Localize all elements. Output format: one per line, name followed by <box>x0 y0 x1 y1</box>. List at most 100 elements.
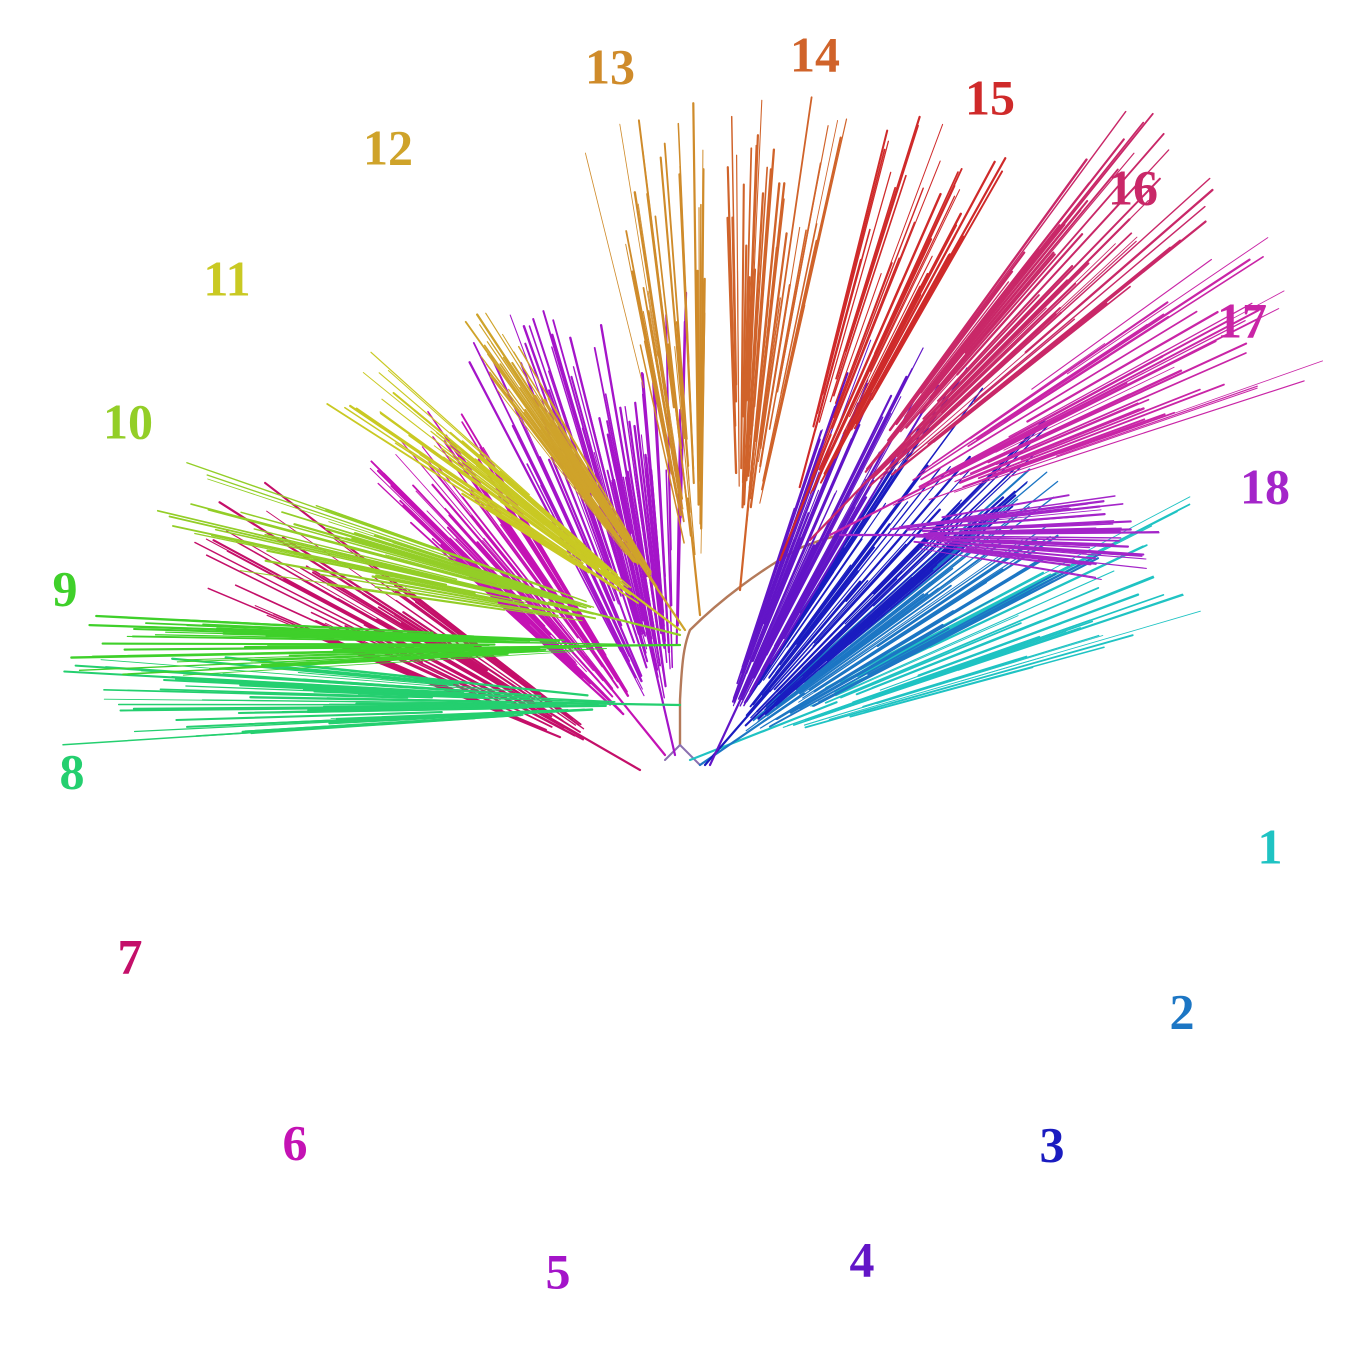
leaf-branch <box>766 396 902 656</box>
leaf-branch <box>987 342 1248 464</box>
leaf-branch <box>920 310 1198 481</box>
leaf-branch <box>357 692 608 704</box>
leaf-branch <box>461 492 576 566</box>
leaf-branch <box>508 388 626 549</box>
clade-stem <box>547 601 682 637</box>
clade-label-7: 7 <box>118 928 143 984</box>
leaf-branch <box>792 347 924 604</box>
leaf-branch <box>798 258 862 489</box>
leaf-branch <box>851 254 950 431</box>
leaf-branch <box>799 618 958 710</box>
leaf-branch <box>471 491 618 589</box>
leaf-branch <box>517 345 603 489</box>
clade-4-branches <box>708 339 940 767</box>
leaf-branch <box>764 532 958 711</box>
leaf-branch <box>896 232 1133 458</box>
leaf-branch <box>762 223 818 482</box>
leaf-branch <box>733 471 820 702</box>
leaf-branch <box>925 537 1130 548</box>
leaf-branch <box>831 257 900 430</box>
leaf-branch <box>736 430 822 685</box>
leaf-branch <box>249 696 514 704</box>
leaf-branch <box>633 191 671 418</box>
leaf-branch <box>412 484 546 627</box>
leaf-branch <box>824 123 944 441</box>
leaf-branch <box>544 398 642 558</box>
leaf-branch <box>818 192 942 471</box>
clade-18-branches <box>838 494 1160 580</box>
leaf-branch <box>677 122 690 363</box>
leaf-branch <box>482 539 594 672</box>
leaf-branch <box>604 393 647 605</box>
clade-label-2: 2 <box>1170 983 1195 1039</box>
leaf-branch <box>987 531 1160 535</box>
leaf-branch <box>552 319 630 591</box>
leaf-branch <box>241 714 515 733</box>
leaf-branch <box>799 540 1005 692</box>
leaf-branch <box>842 255 933 435</box>
leaf-branch <box>622 476 666 699</box>
leaf-branch <box>749 232 788 509</box>
leaf-branch <box>931 343 1106 465</box>
leaf-branch <box>786 538 863 648</box>
leaf-branch <box>977 383 1225 480</box>
leaf-branch <box>698 207 701 482</box>
leaf-branch <box>654 215 683 450</box>
leaf-branch <box>745 544 815 690</box>
leaf-branch <box>1031 258 1212 390</box>
leaf-branch <box>486 341 580 476</box>
leaf-branch <box>239 684 486 698</box>
leaf-branch <box>812 129 889 428</box>
leaf-branch <box>940 282 1077 414</box>
leaf-branch <box>489 375 609 530</box>
leaf-branch <box>676 320 686 627</box>
leaf-branch <box>913 540 1097 560</box>
leaf-branch <box>665 469 674 669</box>
leaf-branch <box>958 407 1145 484</box>
leaf-branch <box>1056 290 1285 414</box>
clade-label-1: 1 <box>1258 818 1283 874</box>
leaf-branch <box>675 321 690 467</box>
leaf-branch <box>754 375 908 676</box>
leaf-branch <box>377 540 529 589</box>
leaf-branch <box>742 244 748 418</box>
clade-10-branches <box>156 462 682 637</box>
leaf-branch <box>88 623 561 643</box>
leaf-branch <box>741 147 753 484</box>
leaf-branch <box>634 401 663 635</box>
leaf-branch <box>853 235 965 430</box>
leaf-branch <box>761 239 818 491</box>
leaf-branch <box>171 657 454 686</box>
leaf-branch <box>862 655 1028 708</box>
leaf-branch <box>123 646 389 651</box>
leaf-branch <box>847 511 1178 680</box>
leaf-branch <box>769 384 940 666</box>
clade-label-6: 6 <box>283 1114 308 1170</box>
leaf-branch <box>642 310 681 506</box>
leaf-branch <box>599 324 641 548</box>
leaf-branch <box>443 456 617 584</box>
leaf-branch <box>799 584 952 695</box>
leaf-branch <box>917 177 1161 429</box>
leaf-branch <box>1008 302 1253 438</box>
leaf-branch <box>1006 552 1147 569</box>
leaf-branch <box>253 528 458 580</box>
leaf-branch <box>297 671 513 692</box>
clade-label-11: 11 <box>203 250 250 306</box>
leaf-branch <box>828 656 1044 720</box>
leaf-branch <box>740 542 819 701</box>
leaf-branch <box>740 183 745 470</box>
leaf-branch <box>776 593 925 707</box>
clade-label-15: 15 <box>965 69 1015 125</box>
leaf-branch <box>168 515 467 587</box>
leaf-branch <box>777 125 829 393</box>
clade-label-4: 4 <box>850 1231 875 1287</box>
clade-label-16: 16 <box>1108 159 1158 215</box>
leaf-branch <box>726 166 737 427</box>
leaf-branch <box>461 451 629 589</box>
leaf-branch <box>953 547 1092 566</box>
leaf-branch <box>922 294 1040 420</box>
leaf-branch <box>1056 385 1258 457</box>
leaf-branch <box>779 534 879 666</box>
leaf-branch <box>119 706 395 712</box>
